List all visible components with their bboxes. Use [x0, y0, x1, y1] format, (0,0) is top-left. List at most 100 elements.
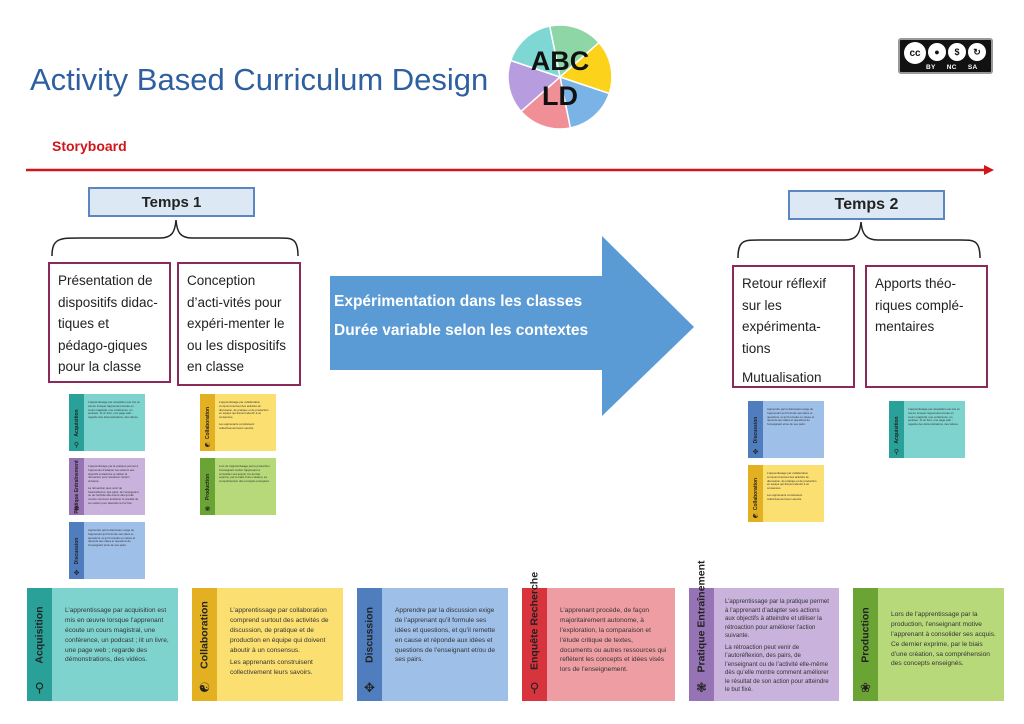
people-icon: ☯ [204, 442, 211, 449]
mini-card-text: L’apprentissage par acquisition est mis … [88, 400, 140, 420]
cc-label-sa: SA [967, 64, 978, 71]
logo-sectors [507, 24, 613, 130]
mini-card-collaboration-t2: Collaboration ☯ L’apprentissage par colla… [748, 465, 824, 522]
mini-card-label: Discussion [73, 537, 80, 564]
legend-card-collaboration: Collaboration ☯ L’apprentissage par colla… [192, 588, 343, 701]
legend-card-text-wrap: L’apprentissage par collaboration compre… [217, 588, 343, 701]
network-icon: ✥ [364, 680, 375, 695]
legend-card-label: Enquête Recherche [528, 572, 541, 671]
legend-card-text: L’apprentissage par la pratique permet à… [725, 598, 829, 640]
legend-card-pratique: Pratique Entraînement ❃ L’apprentissage p… [689, 560, 839, 701]
mini-card-text: Apprendre par la discussion exige de l’a… [767, 407, 815, 427]
arrow-text-line1: Expérimentation dans les classes [334, 293, 583, 310]
phase-conception-text: Conception d’acti-vités pour expéri-ment… [187, 273, 287, 375]
mini-card-pratique: Pratique Entraînement❃ L’apprentissage p… [69, 458, 145, 515]
legend-card-label: Pratique Entraînement [695, 560, 708, 673]
cc-label-by: BY [926, 64, 936, 71]
legend-card-label: Discussion [363, 607, 376, 664]
logo-sector [519, 75, 572, 130]
phase-mutualisation-text: Mutualisation [742, 370, 822, 386]
sa-share-icon: ↻ [968, 43, 986, 61]
cc-license-badge[interactable]: cc ● $ ↻ BY NC SA [898, 38, 993, 74]
legend-card-label: Collaboration [198, 601, 211, 670]
legend-card-text: Apprendre par la discussion exige de l’a… [395, 607, 496, 664]
arrow-text-line2: Durée variable selon les contextes [334, 322, 589, 339]
network-icon: ✥ [73, 570, 80, 577]
mini-card-text: L’apprentissage par acquisition est mis … [908, 407, 960, 427]
mini-card-label: Acquisition [893, 415, 900, 444]
mini-card-discussion-t2: Discussion ✥ Apprendre par la discussion … [748, 401, 824, 458]
magnifier-icon: ⚲ [529, 680, 540, 695]
network-icon: ✥ [752, 449, 759, 456]
legend-card-text-wrap: L’apprentissage par la pratique permet à… [714, 588, 839, 701]
mini-card-collaboration: Collaboration ☯ L’apprentissage par colla… [200, 394, 276, 451]
people-icon: ☯ [752, 513, 759, 520]
phase-retour: Retour réflexif sur les expérimenta-tion… [732, 265, 855, 388]
big-arrow [330, 236, 694, 416]
lightbulb-icon: ⚲ [73, 442, 80, 449]
phase-presentation: Présentation de dispositifs didac-tiques… [48, 262, 171, 383]
page-title: Activity Based Curriculum Design [30, 62, 489, 97]
mini-card-acquisition-t2: Acquisition ⚲ L’apprentissage par acquisi… [889, 401, 965, 458]
brace-temps2 [737, 221, 981, 259]
phase-apports-text: Apports théo-riques complé-mentaires [875, 276, 964, 335]
mini-card-text: Les apprenants construisent collectiveme… [219, 421, 255, 430]
temps1-box: Temps 1 [88, 187, 255, 217]
mini-card-label: Acquisition [73, 408, 80, 437]
storyboard-label: Storyboard [52, 138, 127, 154]
leaf-icon: ❀ [860, 680, 871, 695]
phase-conception: Conception d’acti-vités pour expéri-ment… [177, 262, 301, 386]
mini-card-text: L’apprentissage par collaboration compre… [219, 400, 269, 420]
legend-card-text: Les apprenants construisent collectiveme… [230, 659, 313, 677]
legend-card-text: L’apprentissage par acquisition est mis … [65, 607, 169, 664]
logo-sector [509, 25, 561, 79]
phase-apports: Apports théo-riques complé-mentaires [865, 265, 988, 388]
legend-card-label: Acquisition [33, 606, 46, 665]
logo-text-abc: ABC [531, 46, 590, 76]
lightbulb-icon: ⚲ [893, 449, 900, 456]
legend-card-enquete: Enquête Recherche ⚲ L’apprenant procède, … [522, 572, 675, 701]
mini-card-text: Lors de l’apprentissage par la productio… [219, 464, 271, 484]
legend-card-text: L’apprenant procède, de façon majoritair… [560, 607, 667, 674]
mini-card-label: Production [204, 473, 211, 500]
mini-card-text: Les apprenants construisent collectiveme… [767, 492, 803, 501]
phase-retour-text: Retour réflexif sur les expérimenta-tion… [742, 276, 827, 356]
brain-icon: ❃ [73, 506, 80, 513]
legend-card-text: L’apprentissage par collaboration compre… [230, 607, 329, 654]
legend-card-discussion: Discussion ✥ Apprendre par la discussion … [357, 588, 508, 701]
legend-card-text: La rétroaction peut venir de l’autoréfle… [725, 643, 829, 694]
cc-label-nc: NC [946, 64, 957, 71]
mini-card-text-wrap: L’apprentissage par collaboration compre… [215, 394, 276, 451]
cc-icon: cc [904, 42, 926, 64]
big-arrow-shape [330, 236, 694, 416]
brain-icon: ❃ [696, 680, 707, 695]
nc-dollar-icon: $ [948, 43, 966, 61]
mini-card-text: Apprendre par la discussion exige de l’a… [88, 528, 136, 548]
temps2-box: Temps 2 [788, 190, 945, 220]
legend-card-production: Production ❀ Lors de l’apprentissage par … [853, 588, 1004, 701]
mini-card-discussion: Discussion ✥ Apprendre par la discussion … [69, 522, 145, 579]
mini-card-acquisition: Acquisition ⚲ L’apprentissage par acquisi… [69, 394, 145, 451]
abcld-logo: ABC LD [507, 24, 613, 130]
legend-card-label: Production [859, 607, 872, 664]
leaf-icon: ❀ [204, 506, 211, 513]
logo-sector [548, 24, 601, 79]
logo-text-ld: LD [542, 81, 578, 111]
mini-card-label: Collaboration [752, 477, 759, 510]
mini-card-production: Production ❀ Lors de l’apprentissage par … [200, 458, 276, 515]
people-icon: ☯ [198, 680, 211, 695]
mini-card-label: Discussion [752, 416, 759, 443]
phase-presentation-text: Présentation de dispositifs didac-tiques… [58, 273, 158, 375]
legend-card-acquisition: Acquisition ⚲ L’apprentissage par acquisi… [27, 588, 178, 701]
by-person-icon: ● [928, 43, 946, 61]
lightbulb-icon: ⚲ [34, 680, 45, 695]
mini-card-text: L’apprentissage par collaboration compre… [767, 471, 817, 491]
mini-card-text: La rétroaction peut venir de l’autoréfle… [88, 485, 139, 505]
arrow-text: Expérimentation dans les classes Durée v… [334, 287, 588, 345]
logo-sector [559, 75, 611, 129]
timeline [26, 165, 994, 259]
mini-card-text-wrap: L’apprentissage par la pratique permet à… [84, 458, 145, 515]
legend-card-text: Lors de l’apprentissage par la productio… [891, 611, 996, 668]
mini-card-label: Collaboration [204, 406, 211, 439]
mini-card-text-wrap: L’apprentissage par collaboration compre… [763, 465, 824, 522]
